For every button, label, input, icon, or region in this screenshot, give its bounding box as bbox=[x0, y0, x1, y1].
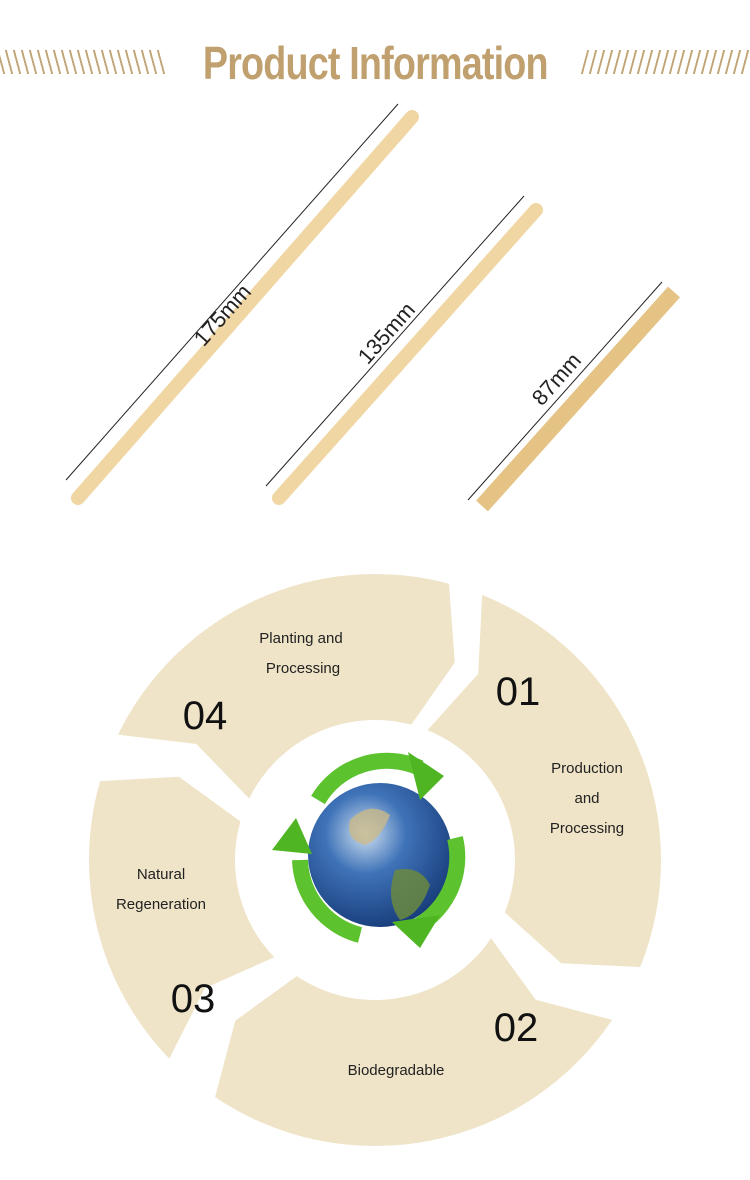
svg-text:03: 03 bbox=[171, 977, 216, 1021]
ring-segment-02 bbox=[215, 938, 613, 1146]
svg-text:Planting and: Planting and bbox=[259, 630, 342, 647]
segment-04: 04 Planting and Processing bbox=[183, 630, 343, 738]
ring-segment-01 bbox=[427, 594, 661, 968]
ring-segment-04 bbox=[117, 574, 455, 799]
stick-175mm bbox=[65, 103, 419, 505]
svg-text:Biodegradable: Biodegradable bbox=[348, 1062, 445, 1079]
stick-87mm bbox=[467, 281, 680, 512]
segment-02: 02 Biodegradable bbox=[348, 1006, 539, 1079]
svg-text:and: and bbox=[574, 790, 599, 807]
ring-segment-03 bbox=[89, 776, 275, 1059]
cycle-ring bbox=[89, 574, 661, 1146]
earth-recycle-icon bbox=[272, 752, 466, 948]
svg-text:Regeneration: Regeneration bbox=[116, 896, 206, 913]
svg-text:04: 04 bbox=[183, 694, 228, 738]
page-title: Product Information bbox=[202, 37, 549, 89]
svg-text:Production: Production bbox=[551, 760, 623, 777]
svg-text:Processing: Processing bbox=[550, 820, 624, 837]
segment-03: 03 Natural Regeneration bbox=[116, 866, 215, 1021]
svg-text:Natural: Natural bbox=[137, 866, 185, 883]
svg-text:Processing: Processing bbox=[266, 660, 340, 677]
svg-text:01: 01 bbox=[496, 670, 541, 714]
segment-01: 01 Production and Processing bbox=[496, 670, 624, 837]
svg-text:02: 02 bbox=[494, 1006, 539, 1050]
stick-135mm bbox=[265, 195, 543, 505]
